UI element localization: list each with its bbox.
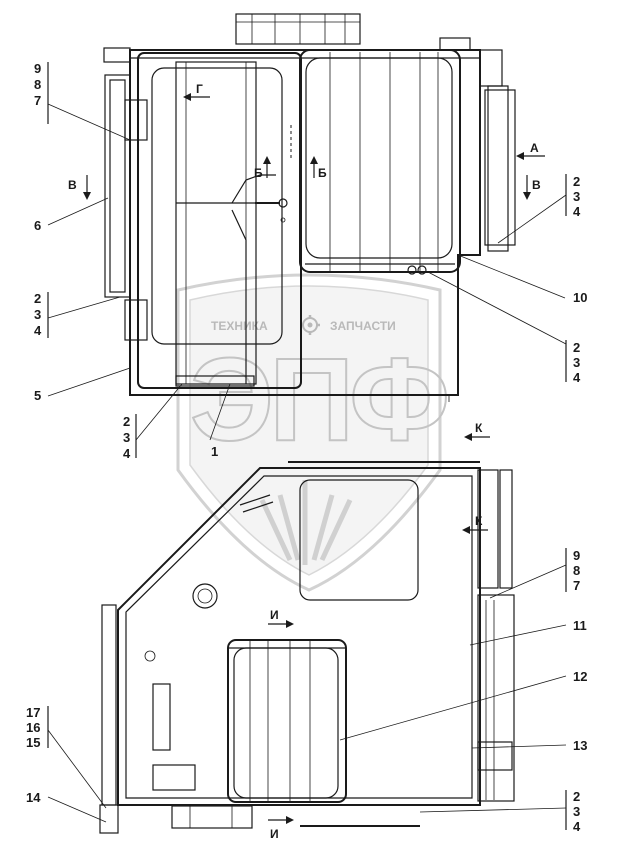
callout-4: 4 (34, 323, 42, 338)
view-marker-i-bottom: И (270, 827, 279, 841)
view-marker-k-top: К (475, 421, 483, 435)
callout-3: 3 (123, 430, 130, 445)
callout-16: 16 (26, 720, 40, 735)
view-marker-k-lower: К (475, 514, 483, 528)
watermark: ТЕХНИКА ЗАПЧАСТИ ЭПФ (176, 273, 451, 592)
callout-14: 14 (26, 790, 41, 805)
callout-2: 2 (573, 789, 580, 804)
view-marker-b-left: Б (254, 166, 263, 180)
callout-12: 12 (573, 669, 587, 684)
callout-group-2-3-4-left: 2 3 4 (34, 291, 49, 338)
view-marker-v-right: В (532, 178, 541, 192)
callout-11: 11 (573, 618, 587, 633)
callout-2: 2 (573, 174, 580, 189)
callout-13: 13 (573, 738, 587, 753)
callout-2: 2 (34, 291, 41, 306)
view-marker-a: А (530, 141, 539, 155)
callout-9: 9 (34, 61, 41, 76)
watermark-right-text: ЗАПЧАСТИ (330, 319, 396, 333)
callout-4: 4 (573, 819, 581, 834)
watermark-left-text: ТЕХНИКА (211, 319, 268, 333)
callout-17: 17 (26, 705, 40, 720)
callout-4: 4 (573, 370, 581, 385)
callout-10: 10 (573, 290, 587, 305)
callout-4: 4 (123, 446, 131, 461)
callout-4: 4 (573, 204, 581, 219)
callout-7: 7 (573, 578, 580, 593)
watermark-logo-letters: ЭПФ (190, 334, 450, 466)
callout-8: 8 (573, 563, 580, 578)
callout-5: 5 (34, 388, 41, 403)
callout-3: 3 (573, 804, 580, 819)
view-marker-v-left: В (68, 178, 77, 192)
callout-3: 3 (573, 189, 580, 204)
callout-group-2-3-4-right-top: 2 3 4 (565, 174, 581, 219)
callout-group-2-3-4-right-bottom: 2 3 4 (565, 789, 581, 834)
view-marker-b-right: Б (318, 166, 327, 180)
callout-2: 2 (573, 340, 580, 355)
view-marker-g: Г (196, 82, 203, 96)
callout-7: 7 (34, 93, 41, 108)
view-marker-i-top: И (270, 608, 279, 622)
callout-3: 3 (573, 355, 580, 370)
view-arrows (83, 93, 545, 824)
callout-15: 15 (26, 735, 40, 750)
callout-1: 1 (211, 444, 218, 459)
leader-lines (47, 103, 567, 823)
callout-group-2-3-4-bottom-left: 2 3 4 (123, 414, 137, 461)
callout-group-17-16-15: 17 16 15 (26, 705, 49, 750)
callout-group-9-8-7-top: 9 8 7 (34, 61, 49, 124)
callout-2: 2 (123, 414, 130, 429)
callout-6: 6 (34, 218, 41, 233)
callout-group-9-8-7-lower: 9 8 7 (565, 548, 580, 593)
callout-3: 3 (34, 307, 41, 322)
callout-group-2-3-4-right-mid: 2 3 4 (565, 340, 581, 385)
callout-8: 8 (34, 77, 41, 92)
callout-9: 9 (573, 548, 580, 563)
